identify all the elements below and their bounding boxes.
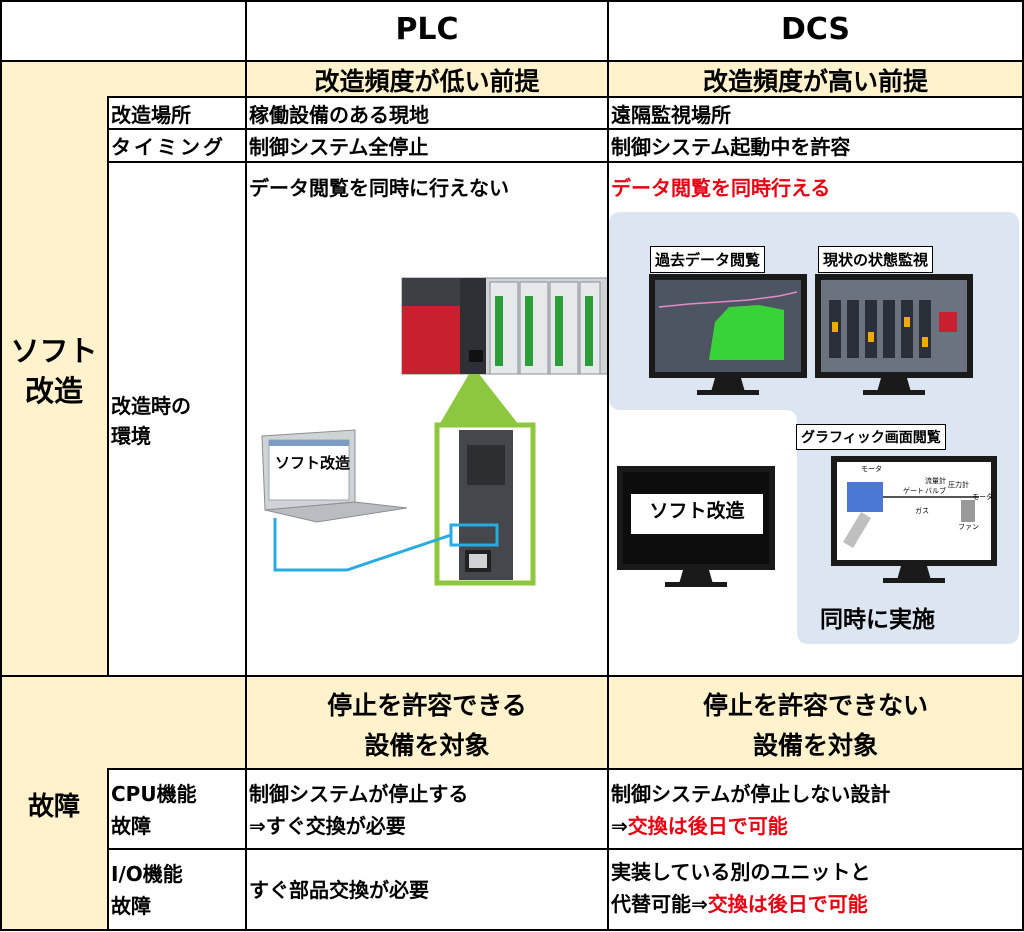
io-dcs-line2: 代替可能⇒交換は後日で可能: [611, 888, 868, 917]
cpu-dcs-line1: 制御システムが停止しない設計: [611, 782, 891, 806]
fault-dcs-premise-line2: 設備を対象: [752, 731, 878, 760]
row-timing-plc: 制御システム全停止: [249, 135, 429, 159]
status-monitor: [815, 274, 973, 395]
fault-plc-premise-line2: 設備を対象: [364, 731, 490, 760]
cpu-dcs-arrow: ⇒: [611, 814, 628, 838]
env-label-line2: 環境: [111, 424, 151, 448]
soft-monitor: [617, 466, 775, 587]
io-plc: すぐ部品交換が必要: [249, 878, 429, 902]
plc-illustration: [261, 277, 607, 586]
plant-label-gas: ガス: [915, 507, 929, 515]
plant-label-flow: 流量計: [925, 477, 946, 485]
laptop-image: [261, 429, 408, 523]
env-label-line1: 改造時の: [111, 394, 191, 418]
io-dcs-red: 交換は後日で可能: [707, 892, 868, 916]
plant-label-valve: バルブ: [925, 487, 946, 495]
fault-category-left-bg: [0, 769, 108, 929]
header-dcs: DCS: [780, 12, 851, 47]
status-monitor-label: 現状の状態監視: [818, 246, 934, 273]
fault-category: 故障: [27, 792, 80, 822]
cpu-label-line2: 故障: [111, 814, 151, 838]
row-timing-label: タイミング: [111, 135, 226, 159]
soft-category-line1: ソフト: [10, 334, 98, 368]
env-dcs-text: データ閲覧を同時行える: [611, 176, 831, 200]
simultaneous-label: 同時に実施: [820, 607, 935, 633]
row-timing-dcs: 制御システム起動中を許容: [611, 135, 851, 159]
soft-dcs-premise: 改造頻度が高い前提: [702, 67, 928, 96]
plant-label-gate: ゲート: [903, 487, 924, 495]
io-label-line2: 故障: [111, 894, 151, 918]
io-dcs-line1: 実装している別のユニットと: [611, 860, 871, 884]
cpu-plc-line2: ⇒すぐ交換が必要: [249, 814, 406, 838]
plant-label-motor1: モータ: [861, 465, 882, 473]
row-location-label: 改造場所: [111, 103, 191, 127]
soft-premise-bg: [108, 61, 1024, 96]
soft-category-bg: [0, 61, 108, 676]
laptop-label: ソフト改造: [275, 454, 351, 472]
plant-label-fan: ファン: [958, 523, 979, 531]
cpu-dcs-line2: ⇒交換は後日で可能: [611, 810, 788, 839]
fault-dcs-premise-line1: 停止を許容できない: [702, 691, 928, 720]
io-label-line1: I/O機能: [111, 862, 183, 886]
fault-category-bg: [0, 676, 246, 769]
fault-plc-premise-line1: 停止を許容できる: [327, 691, 527, 720]
header-plc: PLC: [395, 12, 459, 47]
cpu-dcs-red: 交換は後日で可能: [627, 814, 788, 838]
row-location-plc: 稼働設備のある現地: [249, 103, 429, 127]
soft-monitor-label: ソフト改造: [649, 500, 745, 522]
soft-plc-premise: 改造頻度が低い前提: [314, 67, 540, 96]
plc-rack-image: [401, 277, 607, 375]
history-monitor-label: 過去データ閲覧: [650, 246, 766, 273]
graphic-monitor-label: グラフィック画面閲覧: [796, 424, 946, 450]
io-dcs-prefix: 代替可能⇒: [611, 892, 708, 916]
plant-label-pressure: 圧力計: [948, 481, 969, 489]
fault-premise-bg: [246, 676, 1024, 769]
row-location-dcs: 遠隔監視場所: [611, 103, 731, 127]
plant-label-motor2: モータ: [972, 493, 993, 501]
graphic-monitor: [831, 456, 997, 583]
history-monitor: [649, 274, 807, 395]
env-plc-text: データ閲覧を同時に行えない: [249, 176, 509, 200]
cpu-plc-line1: 制御システムが停止する: [249, 782, 469, 806]
soft-category-line2: 改造: [24, 374, 83, 408]
cpu-label-line1: CPU機能: [111, 782, 197, 806]
